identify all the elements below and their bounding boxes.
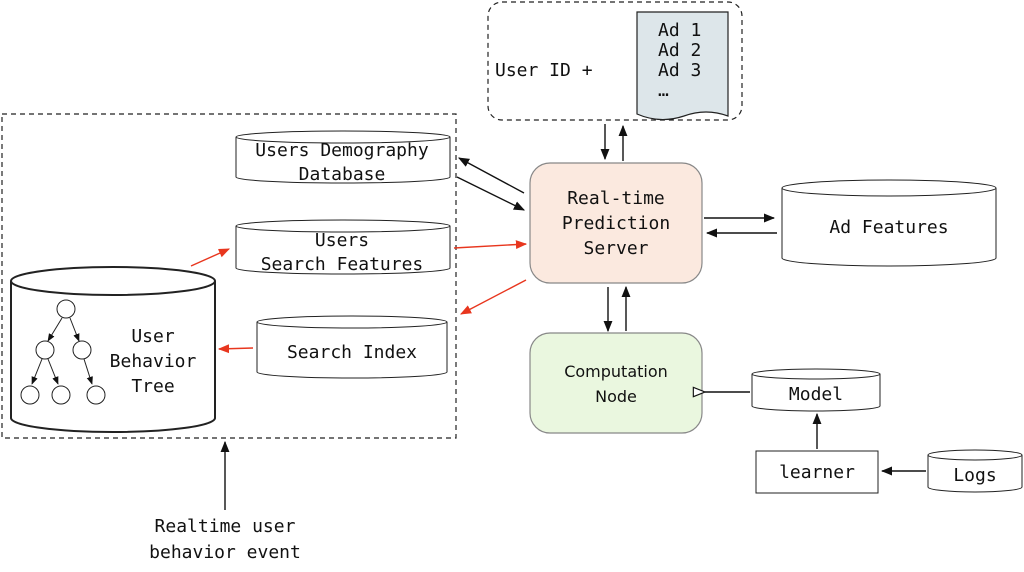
connectors bbox=[190, 124, 926, 510]
search-index-db: Search Index bbox=[256, 315, 448, 379]
realtime-event-line2: behavior event bbox=[149, 542, 301, 563]
logs-db: Logs bbox=[927, 449, 1023, 493]
arrow-tree-to-features bbox=[190, 248, 231, 267]
ad-features-label: Ad Features bbox=[829, 217, 948, 238]
arrow-index-to-tree bbox=[217, 344, 254, 354]
user-behavior-tree-db: User Behavior Tree bbox=[10, 266, 216, 433]
ad-list-document: Ad 1 Ad 2 Ad 3 … bbox=[636, 11, 729, 121]
arrow-features-to-server bbox=[453, 240, 528, 250]
ad-item-3: Ad 3 bbox=[658, 60, 701, 81]
behavior-tree-line3: Tree bbox=[131, 376, 174, 397]
behavior-tree-line2: Behavior bbox=[110, 351, 197, 372]
ad-item-ellipsis: … bbox=[658, 80, 669, 101]
ad-features-db: Ad Features bbox=[781, 179, 997, 267]
prediction-server-node: Real-time Prediction Server bbox=[529, 162, 703, 284]
behavior-tree-icon bbox=[20, 299, 106, 405]
user-id-label: User ID + bbox=[495, 60, 593, 81]
computation-node: Computation Node bbox=[529, 332, 703, 434]
learner-label: learner bbox=[779, 462, 855, 483]
user-request-box: User ID + Ad 1 Ad 2 Ad 3 … bbox=[487, 1, 743, 121]
search-index-label: Search Index bbox=[287, 342, 417, 363]
user-data-container bbox=[1, 113, 457, 439]
learner-box: learner bbox=[755, 450, 879, 494]
users-demography-db: Users Demography Database bbox=[235, 130, 451, 185]
realtime-event-line1: Realtime user bbox=[155, 516, 296, 537]
server-line1: Real-time bbox=[567, 188, 665, 209]
demography-db-line2: Database bbox=[299, 164, 386, 185]
logs-label: Logs bbox=[953, 465, 996, 486]
ad-item-2: Ad 2 bbox=[658, 40, 701, 61]
arrow-server-to-demography bbox=[458, 157, 525, 194]
behavior-tree-line1: User bbox=[131, 326, 175, 347]
model-label: Model bbox=[789, 384, 843, 405]
model-db: Model bbox=[751, 368, 881, 412]
server-line3: Server bbox=[583, 238, 648, 259]
search-features-line2: Search Features bbox=[261, 254, 424, 275]
ad-item-1: Ad 1 bbox=[658, 20, 701, 41]
server-line2: Prediction bbox=[562, 213, 670, 234]
arrow-demography-to-server bbox=[456, 176, 526, 211]
users-search-features-db: Users Search Features bbox=[235, 219, 451, 275]
demography-db-line1: Users Demography bbox=[255, 140, 429, 161]
search-features-line1: Users bbox=[315, 230, 369, 251]
arrow-server-to-index bbox=[460, 279, 527, 315]
computation-line2: Node bbox=[595, 387, 637, 406]
computation-line1: Computation bbox=[564, 362, 668, 381]
